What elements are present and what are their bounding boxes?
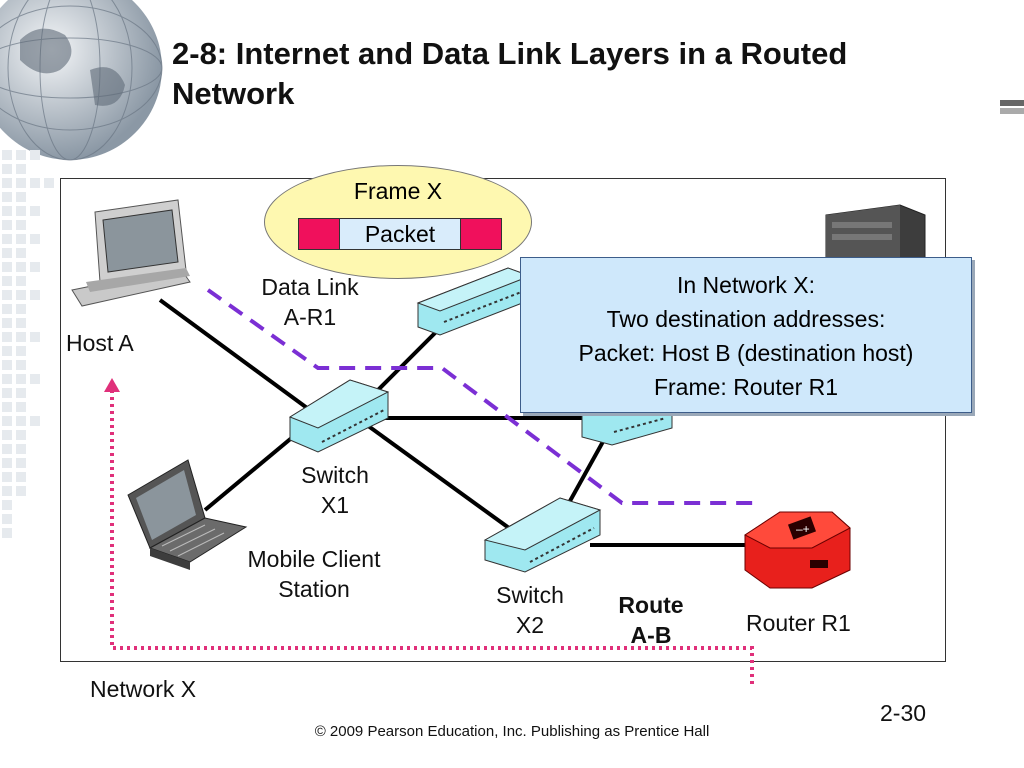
router-r1-icon: –+ bbox=[744, 511, 851, 589]
mobile-client-laptop-icon bbox=[127, 459, 248, 570]
footer-copyright: © 2009 Pearson Education, Inc. Publishin… bbox=[314, 723, 710, 740]
switch-x2-label-line-2: X2 bbox=[515, 612, 545, 638]
globe-logo-icon bbox=[0, 0, 163, 161]
switch-x1-label-line-2: X1 bbox=[320, 492, 350, 518]
network-x-label: Network X bbox=[90, 676, 197, 702]
data-link-label: Data Link A-R1 bbox=[246, 272, 374, 332]
server-host-b-icon bbox=[825, 204, 926, 261]
data-link-label-line-2: A-R1 bbox=[283, 304, 337, 330]
title-line-2: Network bbox=[172, 76, 295, 111]
switch-x1-label: Switch X1 bbox=[283, 460, 387, 520]
page-number: 2-30 bbox=[880, 700, 927, 726]
switch-x2-icon bbox=[483, 497, 602, 573]
decorative-grid bbox=[2, 150, 54, 538]
title-accent-bar bbox=[1000, 100, 1024, 114]
switch-x2-label: Switch X2 bbox=[478, 580, 582, 640]
info-line-3: Packet: Host B (destination host) bbox=[578, 340, 914, 366]
info-line-4: Frame: Router R1 bbox=[653, 374, 839, 400]
packet-cell: Packet bbox=[339, 219, 461, 249]
switch-x2-label-line-1: Switch bbox=[496, 582, 564, 608]
mobile-client-label-line-1: Mobile Client bbox=[247, 546, 381, 572]
info-line-1: In Network X: bbox=[676, 272, 816, 298]
route-a-b-label: Route A-B bbox=[602, 590, 700, 650]
info-line-2: Two destination addresses: bbox=[606, 306, 886, 332]
data-link-label-line-1: Data Link bbox=[261, 274, 359, 300]
network-x-boundary bbox=[60, 178, 946, 662]
router-r1-label: Router R1 bbox=[746, 610, 851, 636]
link-host-a-switch-x1 bbox=[158, 298, 320, 418]
host-a-computer-icon bbox=[71, 199, 191, 307]
svg-text:–+: –+ bbox=[796, 522, 810, 536]
info-box: In Network X: Two destination addresses:… bbox=[520, 257, 972, 413]
route-arrowhead bbox=[104, 378, 120, 392]
host-a-label: Host A bbox=[66, 330, 134, 356]
slide-title: 2-8: Internet and Data Link Layers in a … bbox=[172, 34, 972, 114]
mobile-client-label-line-2: Station bbox=[278, 576, 350, 602]
link-switch-x1-switch-x2 bbox=[358, 418, 522, 538]
data-link-path bbox=[206, 288, 760, 505]
route-label-line-2: A-B bbox=[630, 622, 672, 648]
title-line-1: 2-8: Internet and Data Link Layers in a … bbox=[172, 36, 848, 71]
route-a-b-path bbox=[110, 390, 754, 688]
frame-header bbox=[299, 219, 339, 249]
frame-x-bar: Packet bbox=[298, 218, 502, 250]
switch-x1-icon bbox=[288, 379, 390, 453]
frame-trailer bbox=[461, 219, 501, 249]
switch-x1-label-line-1: Switch bbox=[301, 462, 369, 488]
top-switch-icon bbox=[416, 267, 532, 336]
route-label-line-1: Route bbox=[618, 592, 684, 618]
frame-x-label: Frame X bbox=[353, 178, 443, 204]
mobile-client-label: Mobile Client Station bbox=[226, 544, 402, 604]
